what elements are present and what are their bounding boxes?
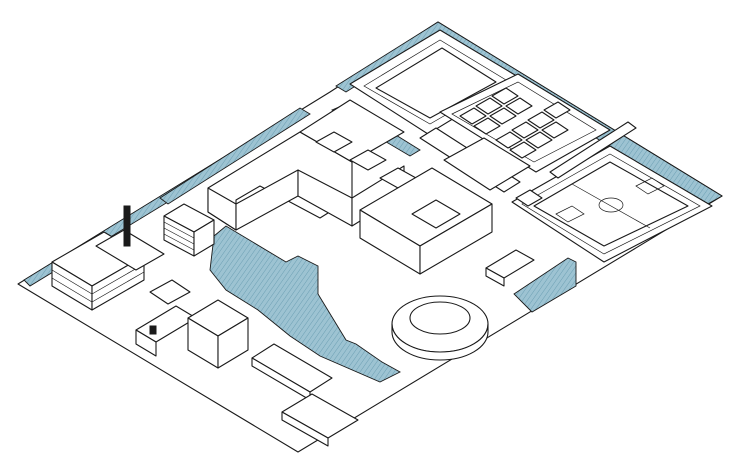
office-annex [95, 229, 165, 271]
pitch-2-center-circle [598, 197, 624, 213]
low-block-south-2-front [281, 411, 329, 447]
row-building-east-side [485, 267, 505, 287]
pavilion [515, 189, 543, 207]
chimney-icon [123, 205, 131, 247]
steps-block [149, 279, 191, 305]
tennis-court-grid [459, 87, 571, 159]
pitch-2-penalty-box-left [555, 205, 585, 223]
long-shed [549, 121, 637, 179]
cube-building [187, 299, 249, 369]
pitch-1-field [375, 47, 497, 119]
water-channel-upper-left [159, 107, 311, 205]
pitch-2-track [521, 153, 701, 255]
pitch-2-field [533, 161, 689, 247]
stairs-block [443, 137, 531, 191]
water-pond-east [513, 257, 577, 313]
water-pond-central [209, 225, 401, 383]
central-building-complex [207, 99, 493, 275]
entrance-pavilion-front [135, 329, 157, 357]
door-icon [149, 325, 157, 335]
stacked-tower [163, 203, 215, 257]
round-stadium [391, 295, 489, 361]
pitch-2-penalty-box-right [635, 177, 665, 195]
pitch-2-halfway-line [571, 183, 651, 229]
